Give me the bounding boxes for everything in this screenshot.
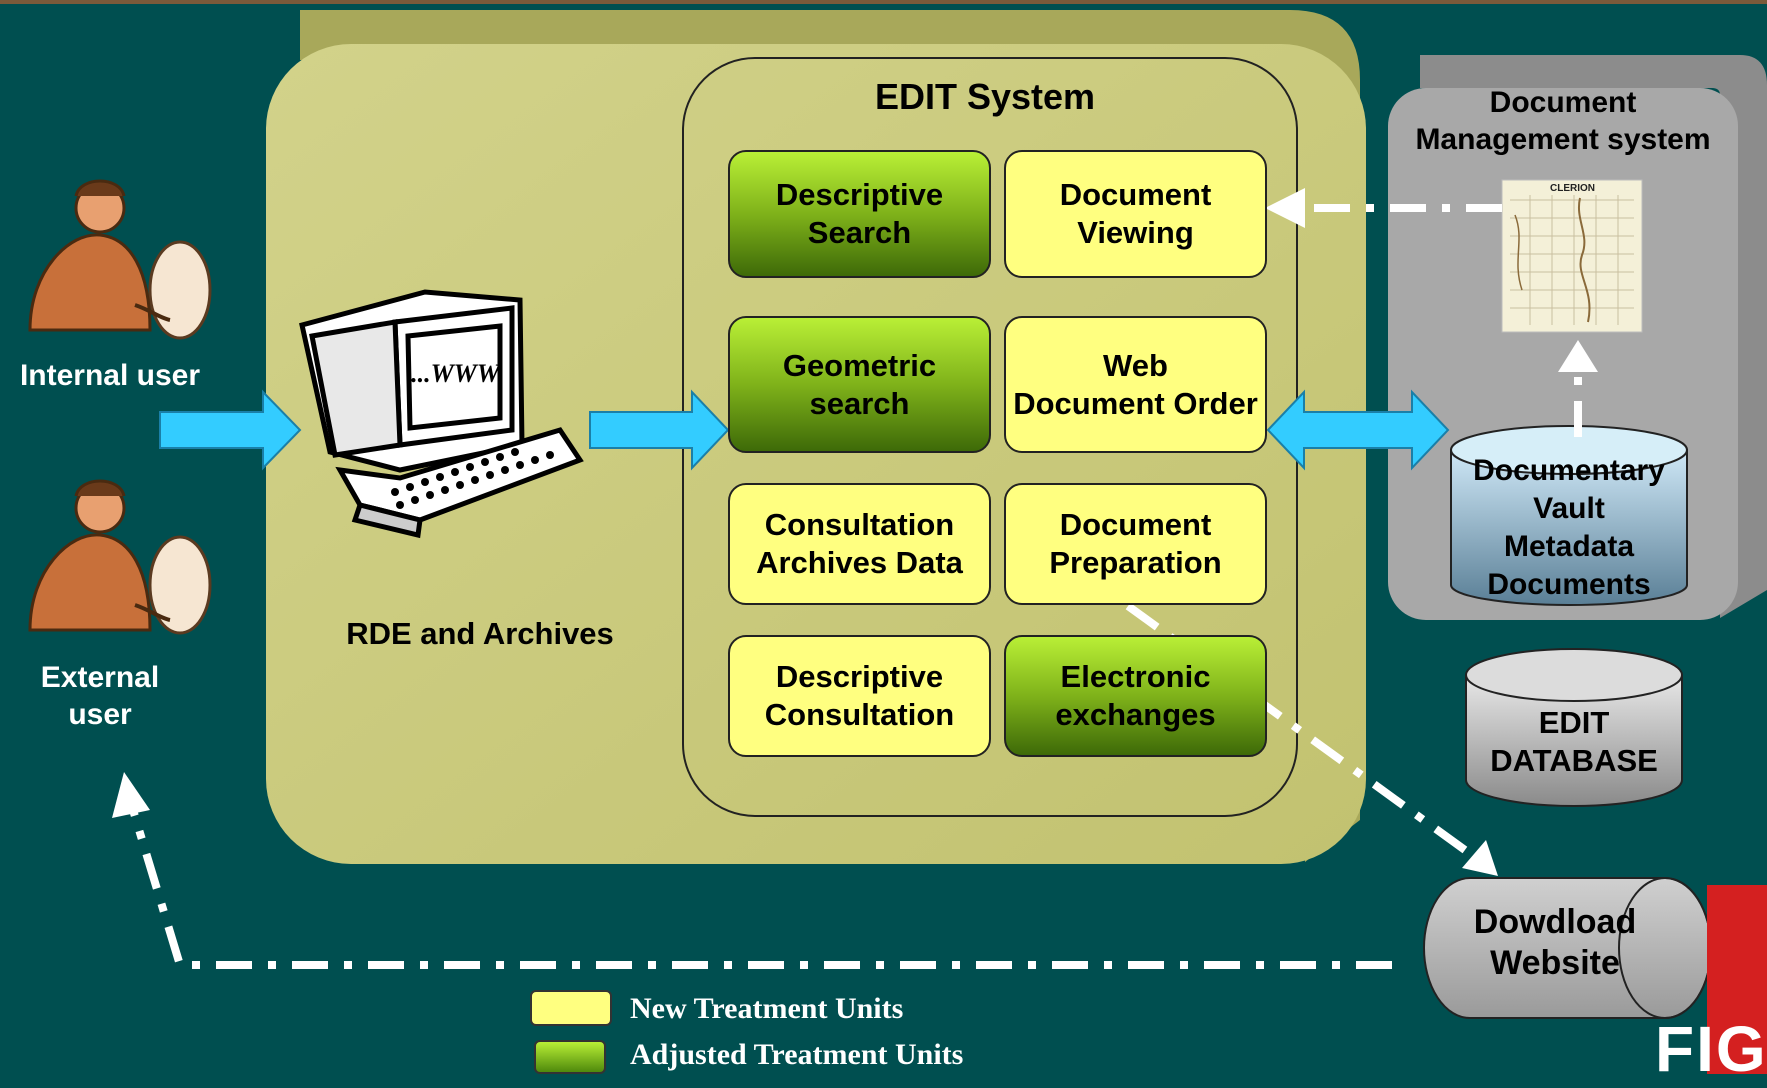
scanned-map-document [1501,179,1643,333]
arrowhead-download [1462,840,1498,876]
arrowhead-external-user [112,772,150,818]
rde-archives-label: RDE and Archives [346,616,614,651]
documentary-vault-label: Documentary Vault Metadata Documents [1473,454,1665,602]
corner-logo-text: FIG [1655,1013,1767,1085]
edit-database-label: EDIT DATABASE [1490,705,1658,778]
download-website-label: Dowdload Website [1473,903,1637,983]
corner-logo-block [1707,885,1767,1074]
documentary-vault-cylinder [1450,425,1688,606]
arrow-rde-to-edit [589,389,730,471]
arrow-edit-to-dms-double [1266,389,1450,471]
keyboard-keys [391,448,554,509]
top-border-line [0,0,1767,4]
legend-adjusted-label: Adjusted Treatment Units [630,1038,964,1071]
arrow-internal-user-to-rde [159,389,302,471]
internal-user-label: Internal user [19,359,201,392]
edit-database-cylinder [1465,648,1683,807]
arrowhead-map [1558,340,1598,372]
computer-screen-text: ...WWW [411,359,500,388]
dms-title: Document Management system [1415,86,1711,156]
legend-new-swatch [530,990,612,1026]
external-user-icon [28,479,212,635]
legend-new-label: New Treatment Units [630,992,904,1025]
legend-adjusted-swatch [534,1040,606,1074]
connector-download-to-external [126,798,1392,969]
map-document-header: CLERION [1550,183,1595,194]
computer-illustration [299,289,584,539]
arrowhead-viewing [1265,188,1305,228]
external-user-label: External user [40,661,160,731]
connector-preparation-to-download [1125,602,1479,862]
edit-system-title: EDIT System [874,76,1096,117]
internal-user-icon [28,179,212,340]
